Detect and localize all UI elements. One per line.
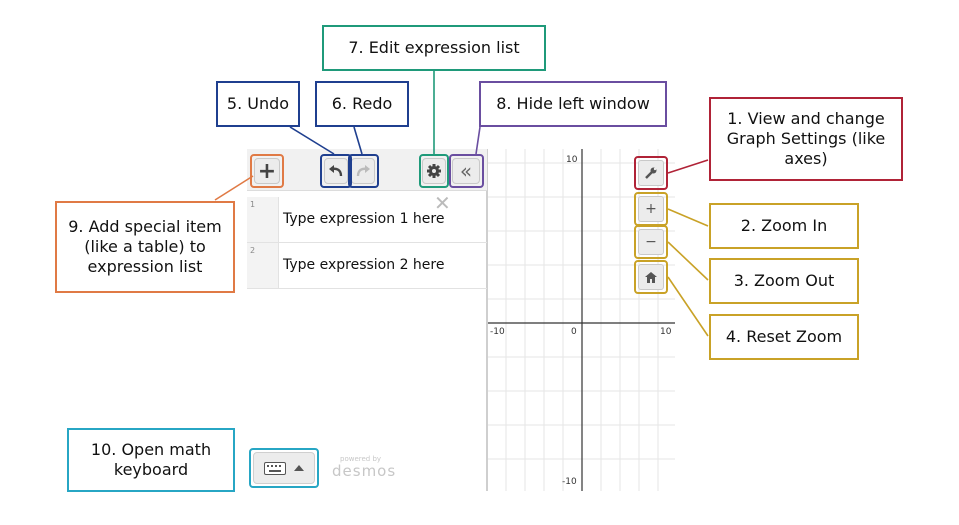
callout-reset-zoom: 4. Reset Zoom — [709, 314, 859, 360]
zoom-in-button[interactable]: + — [638, 196, 664, 222]
highlight-keyboard — [249, 448, 319, 488]
brand-text: desmos — [332, 462, 397, 480]
zoom-out-button[interactable]: − — [638, 229, 664, 255]
x-tick-max: 10 — [660, 327, 672, 337]
redo-button[interactable] — [351, 158, 375, 184]
highlight-add — [250, 154, 284, 188]
keyboard-icon — [264, 461, 286, 475]
home-icon — [645, 271, 657, 283]
expression-input[interactable]: Type expression 1 here — [283, 211, 445, 227]
callout-zoom-in: 2. Zoom In — [709, 203, 859, 249]
undo-icon — [329, 165, 343, 177]
highlight-settings — [634, 156, 668, 190]
callout-redo: 6. Redo — [315, 81, 409, 127]
callout-undo: 5. Undo — [216, 81, 300, 127]
y-tick-bottom: -10 — [562, 477, 577, 487]
undo-button[interactable] — [324, 158, 348, 184]
y-tick-top: 10 — [566, 155, 578, 165]
row-number: 1 — [247, 197, 279, 242]
expression-row[interactable]: 2 Type expression 2 here — [247, 243, 487, 289]
highlight-redo — [348, 154, 379, 188]
hide-panel-button[interactable]: « — [452, 158, 480, 184]
x-tick-zero: 0 — [571, 327, 577, 337]
desmos-logo: powered by desmos — [332, 455, 396, 479]
math-keyboard-button[interactable] — [253, 452, 315, 484]
expression-list — [247, 191, 487, 491]
wrench-icon — [645, 167, 657, 179]
double-chevron-left-icon: « — [459, 159, 473, 183]
callout-math-keyboard: 10. Open math keyboard — [67, 428, 235, 492]
add-item-button[interactable]: + — [254, 158, 280, 184]
plus-icon: + — [645, 201, 657, 217]
callout-hide-window: 8. Hide left window — [479, 81, 667, 127]
graph-settings-button[interactable] — [638, 160, 664, 186]
minus-icon: − — [645, 234, 657, 250]
gear-icon — [427, 164, 441, 178]
highlight-gear — [419, 154, 449, 188]
edit-list-button[interactable] — [422, 158, 446, 184]
redo-icon — [356, 165, 370, 177]
callout-graph-settings: 1. View and change Graph Settings (like … — [709, 97, 903, 181]
expression-input[interactable]: Type expression 2 here — [283, 257, 445, 273]
callout-add-item: 9. Add special item (like a table) to ex… — [55, 201, 235, 293]
highlight-undo — [320, 154, 352, 188]
plus-icon: + — [257, 158, 277, 184]
reset-zoom-button[interactable] — [638, 264, 664, 290]
highlight-zoom-out — [634, 225, 668, 259]
callout-zoom-out: 3. Zoom Out — [709, 258, 859, 304]
callout-edit-list: 7. Edit expression list — [322, 25, 546, 71]
x-tick-min: -10 — [490, 327, 505, 337]
delete-expression-icon[interactable]: ✕ — [434, 191, 451, 215]
expression-row[interactable]: 1 Type expression 1 here — [247, 197, 487, 243]
row-number: 2 — [247, 243, 279, 288]
highlight-hide — [449, 154, 484, 188]
highlight-reset — [634, 260, 668, 294]
powered-by-text: powered by — [340, 455, 382, 463]
graph-grid — [488, 149, 675, 491]
caret-up-icon — [294, 465, 304, 471]
